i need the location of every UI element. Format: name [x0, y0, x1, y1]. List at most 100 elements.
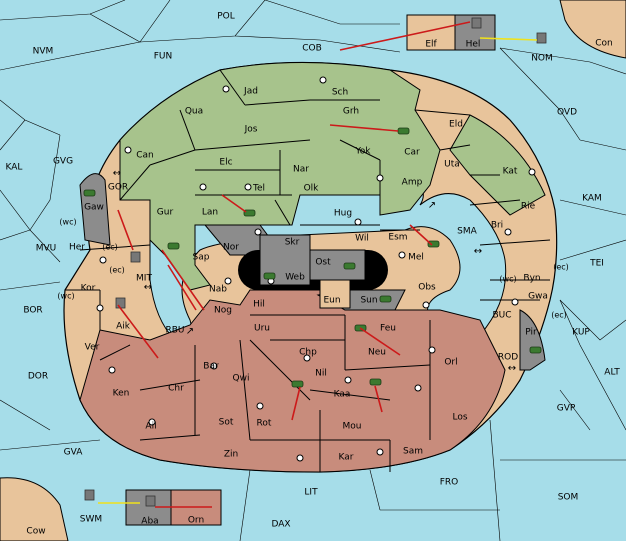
sea-label: BUC: [492, 311, 511, 321]
province-label: Sot: [219, 418, 234, 428]
sea-label: TEI: [589, 259, 604, 269]
province-label: Mel: [408, 253, 424, 263]
unit-icon: [167, 242, 180, 250]
province-label: Lan: [202, 208, 218, 218]
province-label: Ken: [113, 389, 130, 399]
province-label: Can: [136, 151, 154, 161]
province-label: Aik: [116, 322, 131, 332]
province-label: Car: [404, 148, 420, 158]
province-label: Neu: [368, 348, 386, 358]
province-label: Hug: [334, 209, 352, 219]
province-label: Sap: [193, 253, 210, 263]
strait-marker: ↔: [113, 168, 121, 179]
sea-label: SOM: [558, 493, 579, 503]
coast-label: (ec): [551, 311, 567, 320]
province-label: Yok: [354, 147, 371, 157]
move-arrow-yellow: [479, 37, 538, 41]
coast-label-group: (wc) (ec) (ec) (wc) (wc) (ec) (ec): [57, 218, 568, 320]
sea-label: NOM: [531, 54, 553, 64]
province-label: Kor: [81, 284, 96, 294]
province-label: Byn: [523, 274, 540, 284]
province-label: Kar: [339, 453, 354, 463]
sea-label: MIT: [136, 274, 152, 284]
sea-label: ALT: [604, 368, 620, 378]
sea-label: SWM: [80, 515, 102, 525]
province-label: Chr: [168, 384, 184, 394]
unit-icon: [263, 272, 276, 280]
unit-icon: [427, 240, 440, 248]
province-label: Ost: [315, 258, 331, 268]
province-label: Nab: [209, 285, 227, 295]
coast-label: (ec): [109, 266, 125, 275]
province-label: Gwa: [528, 292, 548, 302]
province-label: Kaa: [334, 390, 351, 400]
coast-label: (ec): [102, 243, 118, 252]
province-label: Grh: [343, 107, 359, 117]
sea-label: KAL: [6, 163, 23, 173]
strait-markers: ↔ ↔ ↗ ↗ ↔ ↔: [113, 168, 516, 374]
province-label: Pir: [525, 328, 537, 338]
region-north-east: [449, 114, 546, 216]
sea-label: GVG: [53, 157, 73, 167]
area-pir: [519, 309, 546, 371]
sea-label: GVA: [64, 448, 84, 458]
coast-label: (wc): [59, 218, 76, 227]
sea-label: Con: [595, 39, 613, 49]
strait-marker: ↔: [144, 282, 152, 293]
area-ost: [309, 249, 366, 281]
unit-icon: [397, 127, 410, 135]
province-label: Orl: [444, 358, 457, 368]
province-label: Sun: [360, 296, 377, 306]
sea-label: KAM: [582, 194, 602, 204]
province-label: Mou: [343, 422, 362, 432]
sea-label: POL: [217, 12, 235, 22]
province-label: Rot: [257, 419, 272, 429]
province-label: Elf: [425, 40, 437, 50]
province-label: Bri: [491, 221, 503, 231]
sea-label: ROD: [498, 353, 518, 363]
supply-centers: [96, 76, 536, 462]
unit-icon: [291, 380, 304, 388]
sea-label: NVM: [33, 47, 54, 57]
province-label: Wil: [355, 234, 369, 244]
province-label: Jos: [244, 125, 258, 135]
province-label: Nil: [315, 369, 327, 379]
sea-label: FRO: [440, 478, 459, 488]
unit-icon: [536, 32, 547, 44]
province-label: Hil: [253, 300, 265, 310]
province-label: Rie: [521, 202, 536, 212]
province-label: Qwi: [233, 374, 250, 384]
sea-label: OVD: [557, 108, 577, 118]
island-cow: [0, 477, 69, 541]
unit-icon: [471, 17, 482, 29]
strait-marker: ↗: [186, 326, 194, 337]
province-label: Web: [285, 273, 305, 283]
sea-label: DOR: [28, 372, 48, 382]
unit-icon: [369, 378, 382, 386]
province-label: Skr: [285, 238, 300, 248]
sea-label-group: POL COB NVM FUN NOM Con OVD KAL GVG KAM …: [6, 12, 621, 537]
sea-label: BOR: [23, 306, 42, 316]
province-label: Eun: [323, 296, 340, 306]
province-label: Olk: [304, 184, 320, 194]
strait-marker: ↔: [474, 246, 482, 257]
province-label: Elc: [219, 158, 232, 168]
unit-icon: [529, 346, 542, 354]
province-label: Nog: [214, 306, 232, 316]
province-label: Obs: [418, 283, 436, 293]
province-label: Esm: [388, 233, 407, 243]
sea-label: COB: [302, 44, 322, 54]
province-label: Sam: [403, 447, 423, 457]
unit-icon: [243, 209, 256, 217]
sea-label: FUN: [154, 52, 173, 62]
sea-label: MVU: [36, 244, 57, 254]
province-label: Aba: [141, 517, 158, 527]
land-label-group: Jad Sch Qua Jos Grh Eld Can Elc Nar Yok …: [69, 40, 548, 527]
province-label: Zin: [224, 450, 238, 460]
province-label: Bar: [203, 362, 219, 372]
province-borders: [65, 69, 551, 472]
sea-label: KUP: [572, 328, 590, 338]
